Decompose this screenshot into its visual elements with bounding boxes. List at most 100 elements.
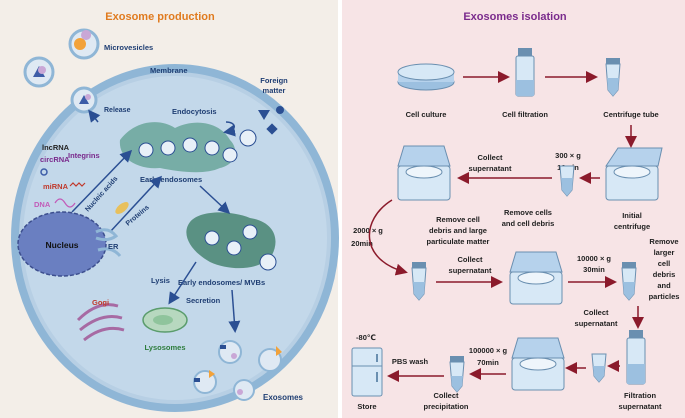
filtration-supernatant-line1: Filtration (624, 391, 656, 400)
cell-culture-dish-icon (397, 63, 455, 91)
protein-icon (115, 202, 129, 214)
pbs-wash-label: PBS wash (392, 357, 429, 366)
min30-label: 30min (583, 265, 605, 274)
foreign-triangle-icon (258, 110, 270, 120)
supernatant-tube-icon (559, 165, 575, 197)
collect-supernatant-2-line2: supernatant (449, 266, 492, 275)
proteins-arrow (109, 175, 163, 233)
minus80-label: -80℃ (356, 333, 376, 342)
collect-precip-line2: precipitation (423, 402, 468, 411)
nucleus (17, 211, 107, 277)
lysosome-inner-icon (153, 315, 173, 325)
initial-centrifuge-icon (605, 147, 663, 201)
small-tube-4-icon (591, 353, 607, 383)
g100000-label: 100000 × g (469, 346, 508, 355)
foreign-matter-label-line1: Foreign (260, 76, 288, 85)
second-centrifuge-icon (397, 145, 451, 201)
centrifuge-tube-icon (605, 58, 621, 97)
exosome-icon (218, 340, 242, 364)
integrins-label: Integrins (68, 151, 100, 160)
g10000-label: 10000 × g (577, 254, 611, 263)
foreign-matter-label-line2: matter (263, 86, 286, 95)
membrane-label: Membrane (150, 66, 188, 75)
lysis-arrow (168, 261, 197, 305)
collect-supernatant-1-line1: Collect (477, 153, 503, 162)
collect-supernatant-2-line1: Collect (457, 255, 483, 264)
endocytosed-vesicle-icon (222, 147, 238, 163)
secretion-arrow (228, 289, 241, 333)
exosome-vesicle-icon (259, 253, 277, 271)
mirna-label: miRNA (43, 182, 69, 191)
remove-larger-line4: debris (653, 270, 676, 279)
endocytosis-blob (119, 122, 236, 173)
exosome-icon (258, 346, 282, 372)
store-label: Store (357, 402, 376, 411)
right-panel-title: Exosomes isolation (463, 11, 567, 23)
remove-larger-line3: cell (658, 259, 671, 268)
cell-culture-label: Cell culture (406, 110, 447, 119)
microvesicle-icon (68, 28, 100, 60)
exosomes-label: Exosomes (263, 393, 304, 402)
budding-vesicle-icon (70, 86, 98, 114)
supernatant-tube-3-icon (621, 262, 637, 301)
centrifuge-tube-label: Centrifuge tube (603, 110, 658, 119)
remove-larger-line6: particles (649, 292, 680, 301)
early-endosomes-mvbs-label: Early endosomes/ MVBs (178, 278, 265, 287)
min20-label: 20min (351, 239, 373, 248)
collect-precip-line1: Collect (433, 391, 459, 400)
collect-supernatant-3-line2: supernatant (575, 319, 618, 328)
collect-supernatant-3-line1: Collect (583, 308, 609, 317)
remove-cells-label-line1: Remove cells (504, 208, 552, 217)
microvesicle-icon (23, 56, 55, 88)
left-panel-title: Exosome production (105, 11, 215, 23)
microvesicles-label: Microvesicles (104, 43, 153, 52)
filtration-supernatant-tube-icon (626, 330, 646, 385)
fourth-centrifuge-icon (511, 337, 565, 391)
remove-larger-line5: and (657, 281, 671, 290)
dna-icon (54, 198, 76, 208)
precipitation-tube-icon (449, 356, 465, 393)
remove-cells-label-line2: and cell debris (502, 219, 555, 228)
endocytosis-arrow (223, 121, 236, 137)
initial-centrifuge-label-line1: Initial (622, 211, 642, 220)
g300-label: 300 × g (555, 151, 581, 160)
endocytosis-label: Endocytosis (172, 107, 217, 116)
secretion-label: Secretion (186, 296, 221, 305)
circrna-label: circRNA (40, 155, 70, 164)
lysosomes-label: Lysosomes (145, 343, 186, 352)
nucleic-acids-arrow (71, 149, 133, 213)
initial-centrifuge-label-line2: centrifuge (614, 222, 650, 231)
supernatant-tube-2-icon (411, 262, 427, 301)
to-mvb-arrow (199, 185, 231, 215)
remove-larger-line2: larger (654, 248, 675, 257)
lysis-label: Lysis (151, 276, 170, 285)
g2000-label: 2000 × g (353, 226, 383, 235)
exosome-icon (233, 379, 255, 401)
lncrna-label: lncRNA (42, 143, 70, 152)
remove-debris-label-line1: Remove cell (436, 215, 480, 224)
cell-filtration-tube-icon (515, 48, 535, 97)
mvb-vesicle-icon (204, 224, 258, 256)
third-centrifuge-icon (509, 251, 563, 305)
endocytosed-vesicle-icon (239, 129, 257, 147)
min70-label: 70min (477, 358, 499, 367)
collect-supernatant-1-line2: supernatant (469, 164, 512, 173)
arrow-centrifuge2-to-tube (368, 199, 408, 276)
foreign-circle-icon (276, 106, 284, 114)
remove-larger-line1: Remove (649, 237, 678, 246)
freezer-icon (351, 347, 383, 397)
golgi-icon (76, 303, 125, 342)
er-label: ER (108, 242, 119, 251)
dna-label: DNA (34, 200, 51, 209)
circrna-icon (40, 168, 48, 176)
gogi-label: Gogi (92, 298, 109, 307)
cell-filtration-label: Cell filtration (502, 110, 548, 119)
remove-debris-label-line3: particulate matter (427, 237, 490, 246)
remove-debris-label-line2: debris and large (429, 226, 487, 235)
endosome-vesicle-icon (138, 137, 220, 158)
early-endosomes-label: Early endosomes (140, 175, 202, 184)
release-arrow (88, 109, 101, 123)
filtration-supernatant-line2: supernatant (619, 402, 662, 411)
exosome-icon (193, 370, 217, 394)
